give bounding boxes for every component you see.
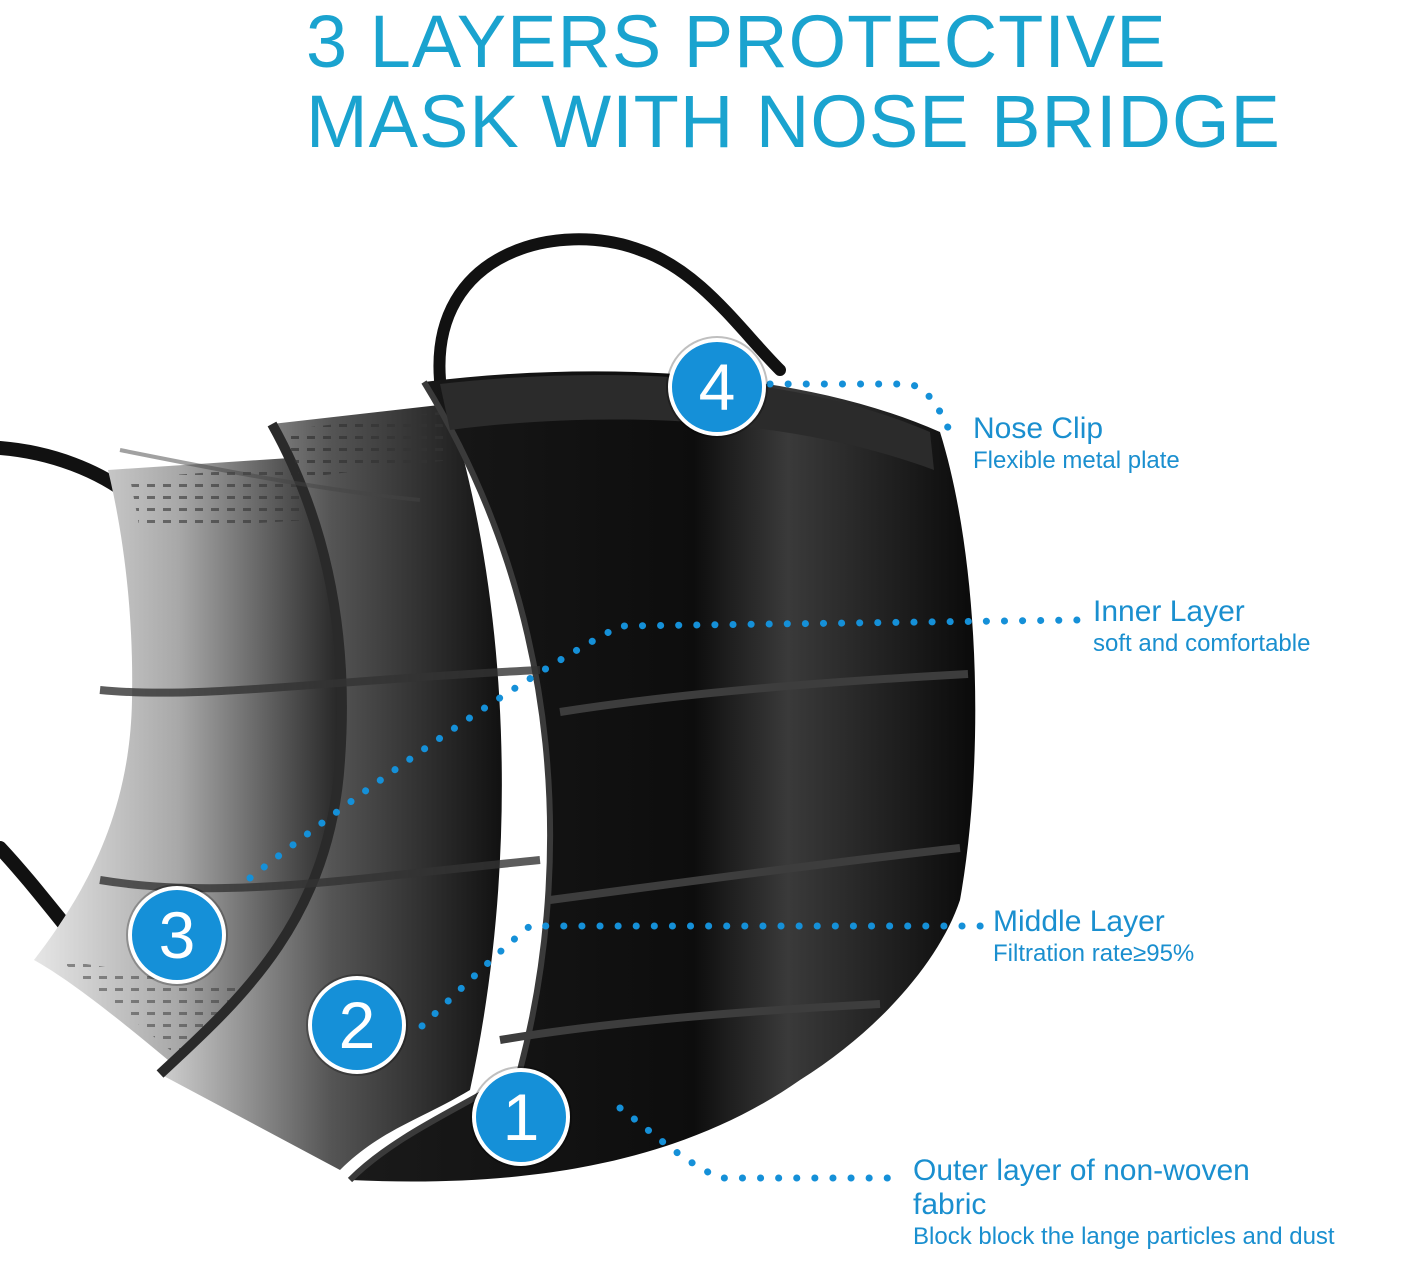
pleat-2 — [549, 844, 961, 904]
callout-nose-clip-desc: Flexible metal plate — [973, 447, 1180, 474]
outer-layer-fabric — [350, 371, 976, 1182]
badge-inner-layer: 3 — [128, 886, 226, 984]
pleat-inner-1 — [119, 448, 421, 502]
pleat-3 — [499, 1000, 881, 1044]
callout-outer-layer: Outer layer of non-woven fabric Block bl… — [913, 1154, 1335, 1252]
callout-outer-layer-title: Outer layer of non-woven — [913, 1154, 1250, 1187]
callout-inner-layer-title: Inner Layer — [1093, 595, 1245, 628]
badge-nose-clip: 4 — [668, 338, 766, 436]
callout-outer-layer-desc: Block block the lange particles and dust — [913, 1223, 1335, 1250]
inner-layer-fabric — [34, 456, 356, 1078]
callout-inner-layer: Inner Layer soft and comfortable — [1093, 595, 1310, 659]
callout-middle-layer-title: Middle Layer — [993, 905, 1165, 938]
pleat-inner-2 — [99, 666, 541, 697]
ear-loop-top — [433, 233, 786, 386]
outer-layer-nose-strip — [440, 374, 934, 470]
callout-outer-layer-title-2: fabric — [913, 1188, 987, 1221]
headline-line-1: 3 LAYERS PROTECTIVE — [306, 0, 1167, 83]
headline-line-2: MASK WITH NOSE BRIDGE — [306, 80, 1281, 163]
leader-nose-clip — [766, 380, 954, 436]
callout-nose-clip: Nose Clip Flexible metal plate — [973, 412, 1180, 476]
badge-middle-layer: 2 — [308, 976, 406, 1074]
middle-layer-fabric — [160, 404, 502, 1170]
pleat-inner-3 — [99, 856, 541, 893]
callout-middle-layer-desc: Filtration rate≥95% — [993, 940, 1195, 967]
headline: 3 LAYERS PROTECTIVE MASK WITH NOSE BRIDG… — [306, 2, 1396, 162]
outer-layer-edge — [347, 380, 554, 1183]
callout-middle-layer: Middle Layer Filtration rate≥95% — [993, 905, 1194, 969]
leader-lines — [246, 380, 1082, 1182]
inner-layer-perforation — [130, 466, 310, 530]
callout-nose-clip-title: Nose Clip — [973, 412, 1104, 445]
leader-middle-layer — [418, 922, 994, 1030]
callout-inner-layer-desc: soft and comfortable — [1093, 630, 1311, 657]
pleat-1 — [559, 670, 969, 716]
middle-layer-perforation — [285, 412, 450, 478]
badge-outer-layer: 1 — [472, 1068, 570, 1166]
middle-layer-edge — [156, 421, 347, 1078]
